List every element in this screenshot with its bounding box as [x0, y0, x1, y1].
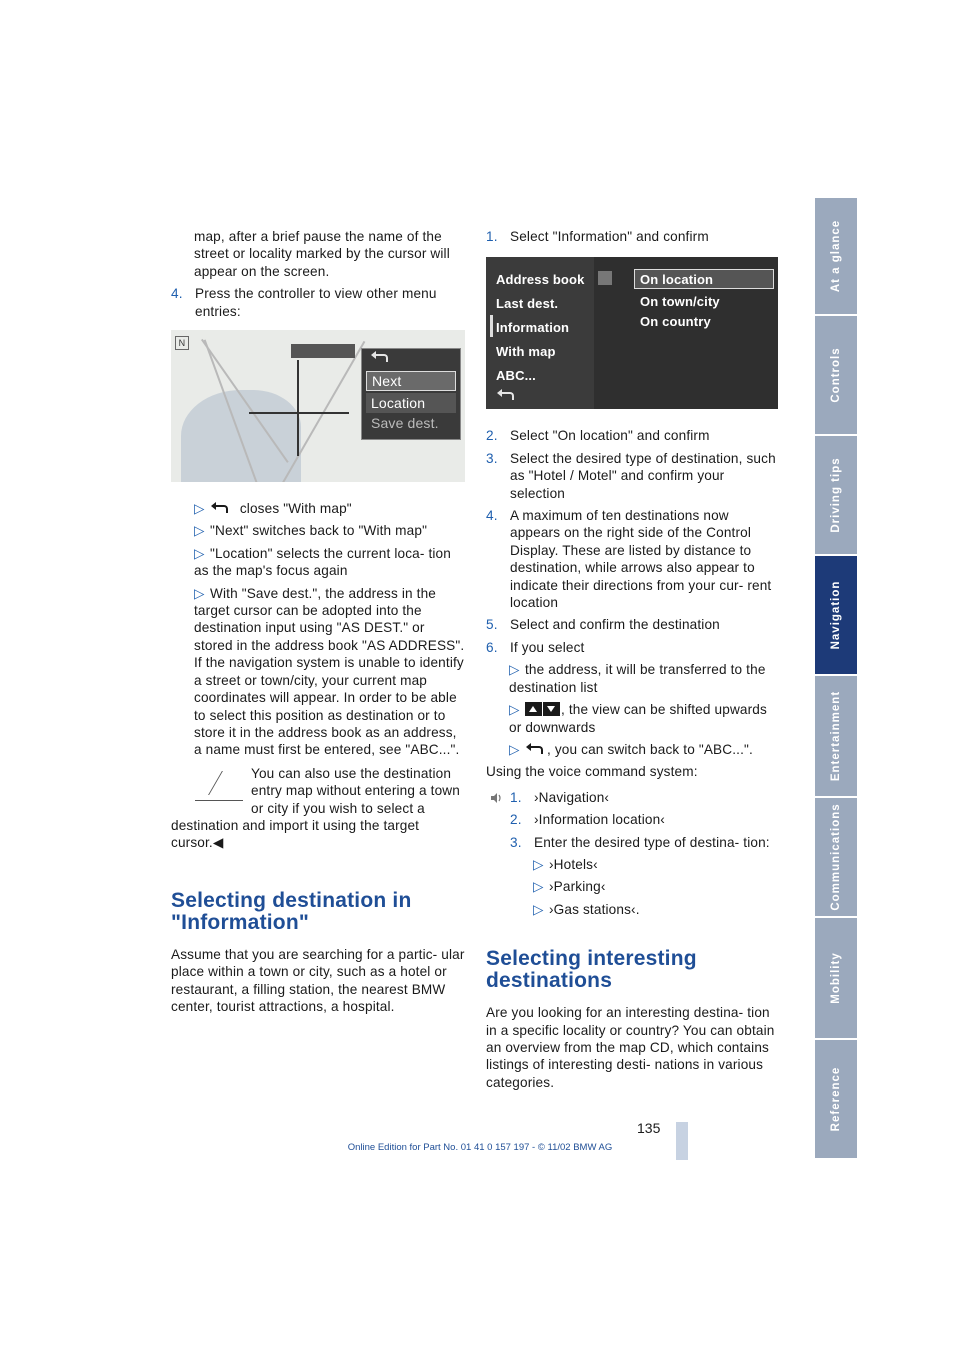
voice-intro: Using the voice command system: [486, 764, 698, 780]
heading-interesting: Selecting interesting destinations [486, 947, 697, 993]
voice-step-1: 1. ›Navigation‹ [510, 789, 610, 805]
menu-item-on-location[interactable]: On location [640, 272, 714, 288]
north-icon: N [175, 336, 189, 351]
selection-marker [490, 315, 586, 338]
chapter-tabs: At a glance Controls Driving tips Naviga… [815, 198, 857, 1160]
tab-driving-tips[interactable]: Driving tips [815, 436, 857, 556]
back-item[interactable] [362, 349, 460, 369]
menu-item-abc[interactable]: ABC... [496, 368, 536, 384]
bullet-next: ▷"Next" switches back to "With map" [194, 523, 428, 539]
info-menu-left: Address book Last dest. Information With… [486, 257, 594, 410]
voice-step-2: 2. ›Information location‹ [510, 812, 665, 828]
step-4: 4. Press the controller to view other me… [171, 286, 437, 319]
tab-navigation[interactable]: Navigation [815, 556, 857, 676]
tab-entertainment[interactable]: Entertainment [815, 676, 857, 798]
cursor-vertical [297, 360, 299, 457]
right-column: 1. Select "Information" and confirm Addr… [486, 228, 778, 1091]
step-6: 6. If you select [486, 639, 585, 655]
step-4-right: 4. A maximum of ten destinations now app… [486, 508, 772, 611]
voice-step-3: 3. Enter the desired type of destina- ti… [510, 834, 770, 850]
tab-at-a-glance[interactable]: At a glance [815, 198, 857, 316]
note-box: You can also use the destination entry m… [171, 765, 460, 851]
menu-item-save-dest[interactable]: Save dest. [371, 415, 439, 432]
note-icon [195, 767, 245, 801]
on-location-highlight [634, 269, 774, 290]
tab-mobility[interactable]: Mobility [815, 918, 857, 1040]
map-menu: Next Location Save dest. [361, 348, 461, 441]
information-paragraph: Assume that you are searching for a part… [171, 946, 465, 1014]
back-arrow-icon [496, 388, 518, 402]
tab-controls[interactable]: Controls [815, 316, 857, 436]
voice-command-icon [491, 792, 501, 803]
voice-command-block: 1. ›Navigation‹ 2. ›Information location… [486, 789, 778, 918]
back-arrow-icon [525, 742, 547, 756]
page-number: 135 [637, 1120, 661, 1136]
heading-information: Selecting destination in "Information" [171, 888, 412, 934]
bullet-shift: ▷, the view can be shifted upwards or do… [509, 702, 767, 735]
step-3: 3. Select the desired type of destinatio… [486, 450, 776, 501]
tab-reference[interactable]: Reference [815, 1040, 857, 1160]
menu-item-with-map[interactable]: With map [496, 344, 556, 360]
up-down-arrows-icon [525, 702, 561, 717]
back-arrow-icon [210, 501, 232, 515]
bullet-save-dest: ▷With "Save dest.", the address in the t… [194, 585, 465, 758]
back-arrow-icon [370, 350, 392, 364]
interesting-paragraph: Are you looking for an interesting desti… [486, 1005, 775, 1090]
menu-item-on-town[interactable]: On town/city [640, 294, 720, 310]
bullet-address: ▷the address, it will be transferred to … [509, 662, 766, 695]
voice-bullet-hotels: ▷›Hotels‹ [533, 856, 598, 872]
voice-bullet-parking: ▷›Parking‹ [533, 879, 606, 895]
menu-item-address-book[interactable]: Address book [496, 272, 585, 288]
home-icon [598, 271, 612, 286]
scale-bar [291, 344, 355, 359]
intro-text: map, after a brief pause the name of the… [194, 229, 450, 279]
cursor-horizontal [249, 412, 349, 415]
menu-item-location[interactable]: Location [366, 393, 456, 414]
page-marker [676, 1122, 688, 1160]
menu-item-last-dest[interactable]: Last dest. [496, 296, 559, 312]
tab-communications[interactable]: Communications [815, 798, 857, 918]
menu-item-next[interactable]: Next [366, 371, 456, 392]
left-column: map, after a brief pause the name of the… [171, 228, 465, 1015]
step-5: 5. Select and confirm the destination [486, 617, 720, 633]
step-1: 1. Select "Information" and confirm [486, 229, 709, 244]
back-item[interactable] [496, 387, 518, 404]
map-screenshot: N Next Location Save dest. [171, 330, 465, 483]
footer-text: Online Edition for Part No. 01 41 0 157 … [347, 1142, 613, 1153]
voice-bullet-gas: ▷›Gas stations‹. [533, 901, 640, 917]
step-2: 2. Select "On location" and confirm [486, 428, 710, 444]
information-screenshot: Address book Last dest. Information With… [486, 257, 778, 410]
menu-item-information[interactable]: Information [496, 320, 570, 336]
bullet-close: ▷ closes "With map" [194, 501, 352, 517]
bullet-back: ▷, you can switch back to "ABC...". [509, 741, 753, 757]
menu-item-on-country[interactable]: On country [640, 314, 711, 330]
bullet-location: ▷"Location" selects the current loca- ti… [194, 545, 451, 579]
